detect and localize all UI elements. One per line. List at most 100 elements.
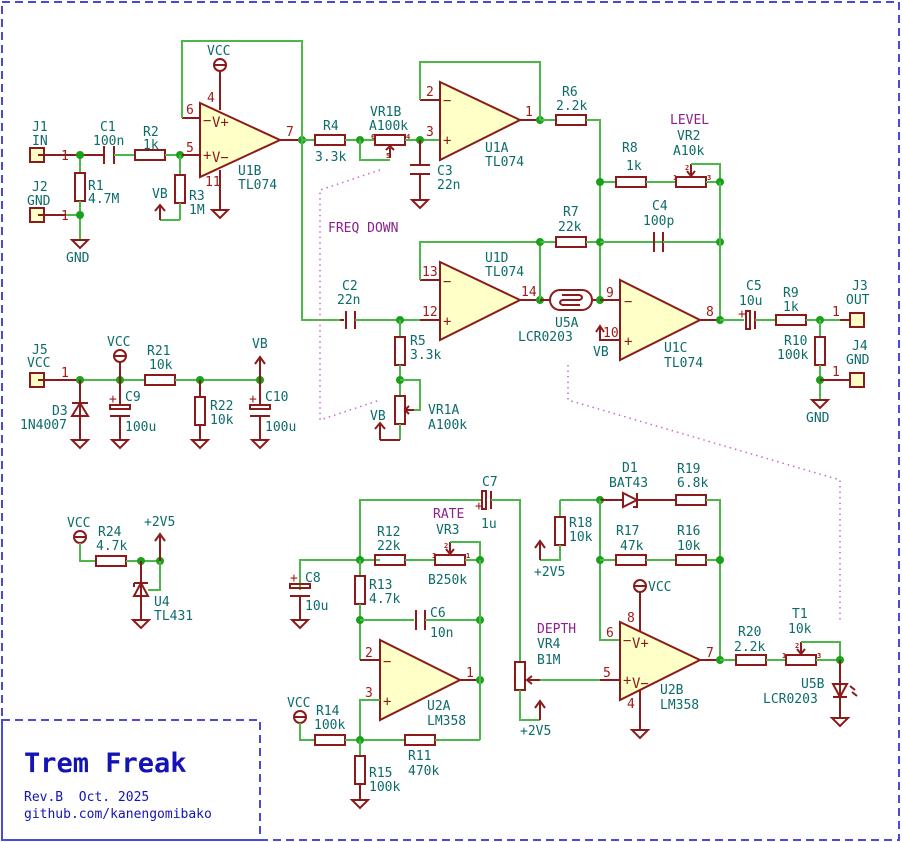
vr1a-pot[interactable] xyxy=(394,395,406,425)
svg-text:U2B: U2B xyxy=(660,683,684,698)
svg-text:J3: J3 xyxy=(852,279,868,294)
svg-text:R21: R21 xyxy=(147,344,170,359)
svg-text:1k: 1k xyxy=(783,300,799,315)
svg-text:LCR0203: LCR0203 xyxy=(518,330,573,345)
svg-text:4.7k: 4.7k xyxy=(369,592,400,607)
svg-text:−: − xyxy=(443,274,451,290)
svg-text:14: 14 xyxy=(521,285,537,300)
svg-text:R19: R19 xyxy=(677,462,700,477)
j4-connector[interactable] xyxy=(849,372,865,388)
svg-text:C7: C7 xyxy=(482,475,498,490)
svg-text:R18: R18 xyxy=(569,516,592,531)
svg-text:2.2k: 2.2k xyxy=(734,640,765,655)
svg-text:2: 2 xyxy=(685,164,689,172)
svg-text:U5B: U5B xyxy=(801,677,825,692)
svg-text:1: 1 xyxy=(673,174,677,182)
svg-text:VCC: VCC xyxy=(67,516,90,531)
svg-text:3: 3 xyxy=(365,686,373,701)
svg-text:TL074: TL074 xyxy=(664,356,703,371)
svg-text:R13: R13 xyxy=(369,578,392,593)
svg-text:LM358: LM358 xyxy=(660,698,699,713)
svg-text:GND: GND xyxy=(66,251,90,266)
svg-text:2: 2 xyxy=(795,642,799,650)
svg-text:+: + xyxy=(383,694,391,710)
svg-text:+: + xyxy=(290,571,298,586)
svg-text:OUT: OUT xyxy=(846,293,870,308)
svg-text:V+: V+ xyxy=(632,636,649,652)
svg-text:VB: VB xyxy=(152,187,168,202)
depth-stage: +2V5 DEPTH VR4 B1M R18 10k +2V5 D1 BAT43… xyxy=(514,461,858,740)
svg-text:7: 7 xyxy=(706,646,714,661)
ldr-led-coupling xyxy=(567,365,841,620)
svg-text:470k: 470k xyxy=(408,764,439,779)
svg-text:22k: 22k xyxy=(558,220,582,235)
power-supply: J5 VCC 1 D3 1N4007 VCC + C9 100u R21 10k… xyxy=(20,335,296,450)
u1c-opamp xyxy=(619,278,703,362)
svg-text:100k: 100k xyxy=(369,780,400,795)
title-block-border xyxy=(1,719,261,841)
svg-text:VCC: VCC xyxy=(648,580,671,595)
vr4-pot[interactable] xyxy=(514,661,526,691)
svg-text:22n: 22n xyxy=(337,293,360,308)
svg-text:R14: R14 xyxy=(316,704,340,719)
svg-text:J4: J4 xyxy=(852,339,868,354)
svg-text:C6: C6 xyxy=(430,606,446,621)
svg-text:7: 7 xyxy=(286,125,294,140)
svg-text:1: 1 xyxy=(832,305,840,320)
svg-text:R16: R16 xyxy=(677,524,700,539)
svg-text:R11: R11 xyxy=(408,749,431,764)
svg-text:R6: R6 xyxy=(562,85,578,100)
svg-text:1: 1 xyxy=(525,105,533,120)
svg-text:2.2k: 2.2k xyxy=(556,99,587,114)
svg-text:100u: 100u xyxy=(125,420,156,435)
svg-text:D3: D3 xyxy=(52,404,68,419)
svg-text:6.8k: 6.8k xyxy=(677,476,708,491)
svg-text:8: 8 xyxy=(627,611,635,626)
svg-text:10k: 10k xyxy=(569,530,593,545)
author-url[interactable]: github.com/kanengomibako xyxy=(24,807,212,822)
svg-text:BAT43: BAT43 xyxy=(609,476,648,491)
svg-text:U4: U4 xyxy=(154,595,170,610)
svg-text:C10: C10 xyxy=(265,390,288,405)
svg-text:+: + xyxy=(475,499,483,514)
svg-text:+: + xyxy=(443,133,451,149)
svg-text:+: + xyxy=(443,314,451,330)
t1-trimmer[interactable] xyxy=(785,654,817,666)
j1-ref: J1 xyxy=(32,120,48,135)
svg-text:4.7k: 4.7k xyxy=(96,539,127,554)
svg-text:T1: T1 xyxy=(792,607,808,622)
svg-text:100n: 100n xyxy=(93,134,124,149)
svg-text:+: + xyxy=(109,392,117,407)
vr1-gang-link xyxy=(319,169,381,422)
svg-text:100p: 100p xyxy=(643,214,674,229)
svg-text:R8: R8 xyxy=(622,141,638,156)
svg-text:3: 3 xyxy=(707,174,711,182)
svg-text:VB: VB xyxy=(370,409,386,424)
svg-text:1N4007: 1N4007 xyxy=(20,418,67,433)
vr1b-pot[interactable] xyxy=(374,134,406,146)
u2a-opamp xyxy=(379,638,463,722)
svg-text:C1: C1 xyxy=(100,120,116,135)
project-title: Trem Freak xyxy=(24,748,187,779)
j3-connector[interactable] xyxy=(849,312,865,328)
svg-text:1: 1 xyxy=(61,366,69,381)
svg-text:C8: C8 xyxy=(305,571,321,586)
svg-text:R4: R4 xyxy=(323,119,339,134)
r8-value-label: 1k xyxy=(626,159,642,174)
r1-ref: R1 xyxy=(88,179,104,194)
svg-text:R9: R9 xyxy=(783,286,799,301)
r1-resistor xyxy=(74,172,86,202)
svg-text:VR1A: VR1A xyxy=(428,403,459,418)
svg-text:VR2: VR2 xyxy=(677,129,700,144)
svg-text:4: 4 xyxy=(627,697,635,712)
vr2-pot[interactable] xyxy=(675,176,707,188)
svg-text:12: 12 xyxy=(422,305,438,320)
svg-text:3.3k: 3.3k xyxy=(410,348,441,363)
svg-text:100k: 100k xyxy=(777,348,808,363)
svg-text:2: 2 xyxy=(426,85,434,100)
svg-text:U1C: U1C xyxy=(664,341,687,356)
svg-text:22k: 22k xyxy=(377,539,401,554)
vr3-pot[interactable] xyxy=(434,554,466,566)
